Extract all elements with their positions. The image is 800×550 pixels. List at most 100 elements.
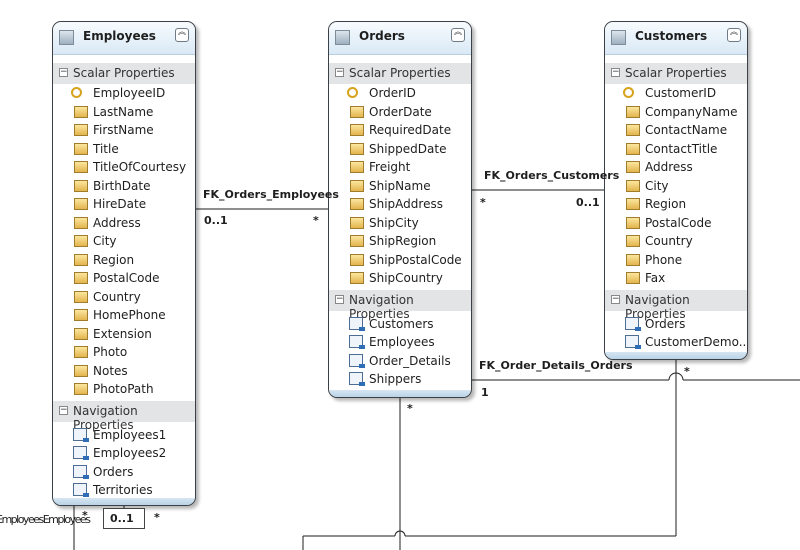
property-icon (626, 161, 640, 173)
scalar-property[interactable]: RequiredDate (329, 121, 471, 140)
scalar-property[interactable]: TitleOfCourtesy (53, 158, 195, 177)
collapse-icon[interactable]: ︽ (727, 28, 741, 42)
property-label: Customers (369, 316, 434, 331)
scalar-property[interactable]: ShipName (329, 177, 471, 196)
scalar-property[interactable]: BirthDate (53, 177, 195, 196)
minus-icon[interactable]: − (611, 67, 620, 77)
scalar-property[interactable]: ShippedDate (329, 140, 471, 159)
scalar-properties-section[interactable]: − Scalar Properties (53, 63, 195, 84)
navigation-property[interactable]: Customers (329, 315, 471, 334)
property-icon (626, 105, 640, 118)
navigation-property[interactable]: Orders (53, 463, 195, 482)
scalar-property[interactable]: HireDate (53, 195, 195, 214)
association-label-orders-customers[interactable]: FK_Orders_Customers (484, 169, 620, 182)
property-label: Fax (645, 271, 666, 285)
property-label: BirthDate (93, 178, 151, 193)
scalar-property[interactable]: HomePhone (53, 306, 195, 325)
property-label: ShipCountry (369, 271, 443, 285)
section-label: Navigation Properties (349, 292, 414, 321)
navigation-property[interactable]: Employees2 (53, 444, 195, 463)
section-label: Scalar Properties (349, 66, 451, 80)
scalar-property[interactable]: Notes (53, 362, 195, 381)
scalar-property[interactable]: ShipPostalCode (329, 251, 471, 270)
minus-icon[interactable]: − (335, 293, 344, 304)
key-icon (623, 87, 634, 98)
scalar-property[interactable]: CustomerID (605, 84, 747, 103)
scalar-property[interactable]: FirstName (53, 121, 195, 140)
collapse-icon[interactable]: ︽ (451, 28, 465, 42)
scalar-property[interactable]: Address (53, 214, 195, 233)
entity-header[interactable]: Customers ︽ (605, 22, 747, 55)
navigation-property[interactable]: Shippers (329, 370, 471, 389)
property-icon (74, 124, 88, 136)
navigation-properties-section[interactable]: − Navigation Properties (329, 289, 471, 321)
entity-header[interactable]: Orders ︽ (329, 22, 471, 55)
scalar-properties-section[interactable]: − Scalar Properties (605, 63, 747, 84)
scalar-property[interactable]: OrderDate (329, 103, 471, 122)
association-box[interactable]: 0..1 (103, 508, 145, 529)
navigation-properties-section[interactable]: − Navigation Properties (605, 289, 747, 321)
scalar-property[interactable]: ShipCountry (329, 269, 471, 288)
scalar-property[interactable]: PostalCode (605, 214, 747, 233)
property-icon (350, 105, 364, 118)
property-label: TitleOfCourtesy (93, 160, 187, 174)
navigation-property[interactable]: Order_Details (329, 352, 471, 371)
navigation-property[interactable]: Territories (53, 481, 195, 500)
navigation-property-icon (349, 316, 365, 331)
scalar-property[interactable]: Extension (53, 325, 195, 344)
entity-footer (605, 352, 747, 359)
multiplicity-label: 0..1 (204, 214, 228, 227)
scalar-property[interactable]: Region (53, 251, 195, 270)
scalar-properties-section[interactable]: − Scalar Properties (329, 63, 471, 84)
scalar-property[interactable]: Freight (329, 158, 471, 177)
entity-icon (335, 30, 350, 45)
entity-header[interactable]: Employees ︽ (53, 22, 195, 55)
property-icon (626, 142, 640, 155)
scalar-property[interactable]: CompanyName (605, 103, 747, 122)
navigation-property[interactable]: Employees1 (53, 426, 195, 445)
scalar-property[interactable]: Photo (53, 343, 195, 362)
navigation-properties-section[interactable]: − Navigation Properties (53, 400, 195, 432)
navigation-property[interactable]: CustomerDemo... (605, 333, 747, 352)
scalar-property[interactable]: ShipRegion (329, 232, 471, 251)
navigation-property[interactable]: Employees (329, 333, 471, 352)
entity-customers[interactable]: Customers ︽ − Scalar Properties Customer… (604, 21, 748, 360)
scalar-property[interactable]: Country (605, 232, 747, 251)
property-icon (350, 235, 364, 247)
property-label: OrderDate (369, 104, 432, 119)
scalar-property[interactable]: EmployeeID (53, 84, 195, 103)
scalar-property[interactable]: City (53, 232, 195, 251)
property-icon (350, 198, 364, 210)
scalar-property[interactable]: Phone (605, 251, 747, 270)
scalar-property[interactable]: PhotoPath (53, 380, 195, 399)
scalar-property[interactable]: Fax (605, 269, 747, 288)
property-label: Title (93, 141, 119, 156)
navigation-property[interactable]: Orders (605, 315, 747, 334)
scalar-property[interactable]: OrderID (329, 84, 471, 103)
minus-icon[interactable]: − (59, 67, 68, 77)
scalar-property[interactable]: ContactTitle (605, 140, 747, 159)
scalar-property[interactable]: Address (605, 158, 747, 177)
scalar-property[interactable]: ShipAddress (329, 195, 471, 214)
scalar-property[interactable]: LastName (53, 103, 195, 122)
entity-employees[interactable]: Employees ︽ − Scalar Properties Employee… (52, 21, 196, 506)
property-icon (350, 272, 364, 284)
minus-icon[interactable]: − (59, 404, 68, 415)
association-label-order-details-orders[interactable]: FK_Order_Details_Orders (479, 359, 633, 372)
scalar-property[interactable]: PostalCode (53, 269, 195, 288)
collapse-icon[interactable]: ︽ (175, 28, 189, 42)
scalar-property[interactable]: Country (53, 288, 195, 307)
minus-icon[interactable]: − (335, 67, 344, 77)
multiplicity-label: 0..1 (110, 512, 134, 525)
scalar-property[interactable]: City (605, 177, 747, 196)
scalar-property[interactable]: Region (605, 195, 747, 214)
multiplicity-label: * (684, 365, 690, 378)
minus-icon[interactable]: − (611, 293, 620, 304)
scalar-property[interactable]: ShipCity (329, 214, 471, 233)
scalar-property[interactable]: Title (53, 140, 195, 159)
overlapping-association-label[interactable]: EmployeesEmployees (0, 513, 91, 526)
association-label-orders-employees[interactable]: FK_Orders_Employees (203, 188, 339, 201)
scalar-property[interactable]: ContactName (605, 121, 747, 140)
property-label: PostalCode (93, 271, 160, 285)
